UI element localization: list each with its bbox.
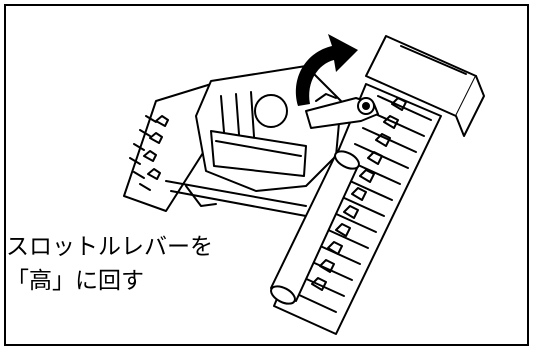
engine-body xyxy=(195,65,342,192)
caption-line-1: スロットルレバーを xyxy=(6,230,215,264)
caption-line-2: 「高」に回す xyxy=(6,264,215,298)
curved-arrow-icon xyxy=(295,34,358,106)
handle-housing xyxy=(365,35,485,137)
throttle-lever xyxy=(305,93,379,129)
illustration-frame: スロットルレバーを 「高」に回す xyxy=(4,4,529,346)
machine-illustration xyxy=(123,34,485,335)
chassis-frame xyxy=(165,180,307,217)
instruction-caption: スロットルレバーを 「高」に回す xyxy=(6,230,215,298)
fuel-tank-cylinder xyxy=(270,150,360,305)
